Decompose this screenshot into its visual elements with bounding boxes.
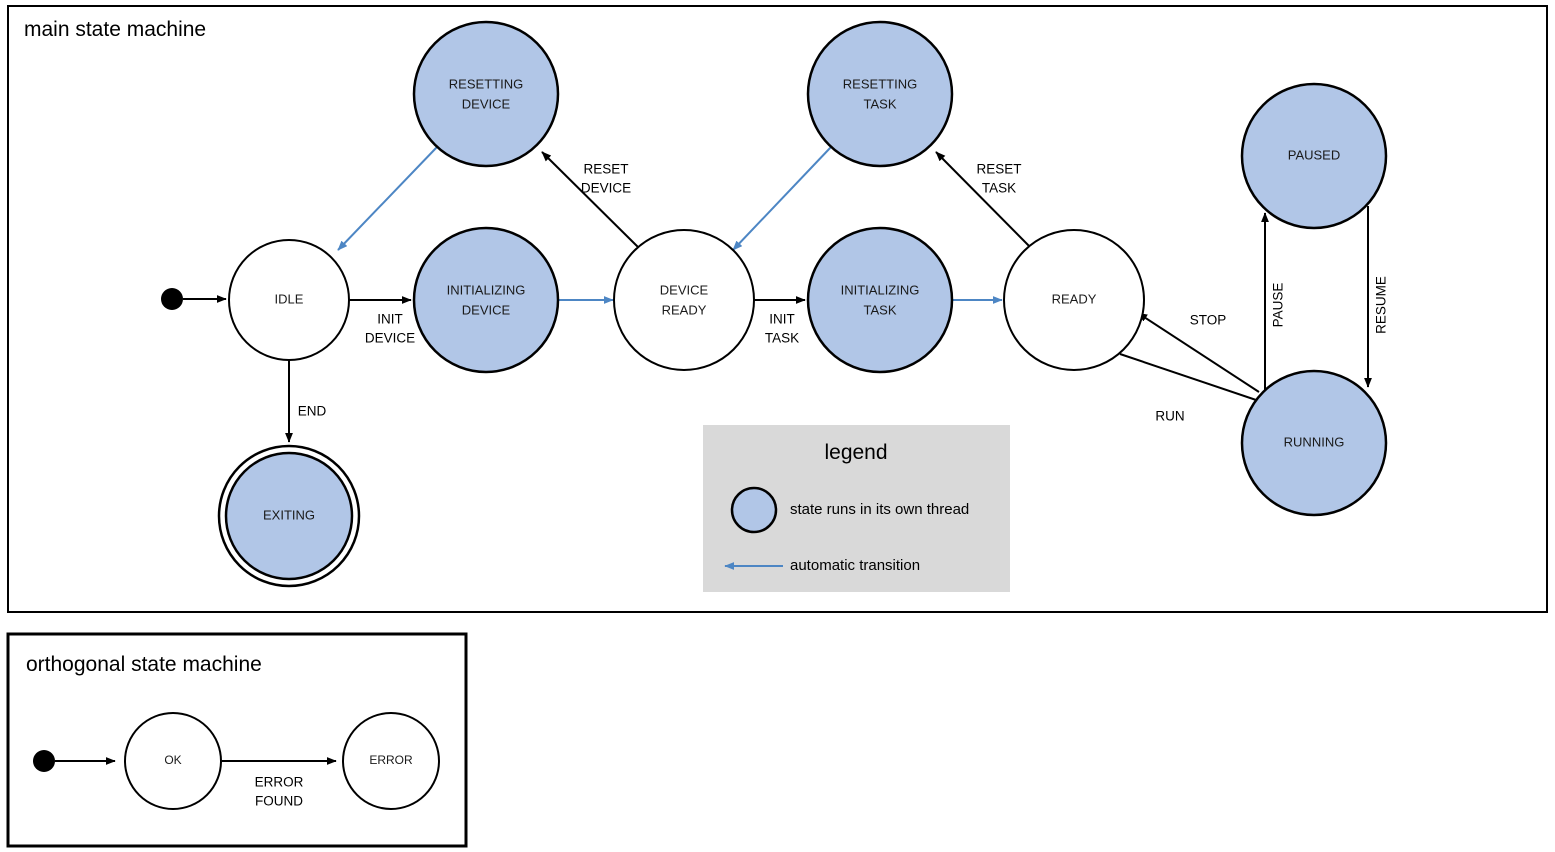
state-error-circle[interactable] xyxy=(342,712,440,810)
edge-label-reset-task-line2: TASK xyxy=(982,181,1016,196)
state-initializing-task-circle[interactable] xyxy=(806,226,954,374)
edge-label-init-task-line2: TASK xyxy=(765,331,799,346)
state-resetting-task-label-line2: TASK xyxy=(864,96,897,111)
state-initializing-device-label-line2: DEVICE xyxy=(462,302,511,317)
edge-label-reset-device-line1: RESET xyxy=(583,162,628,177)
edge-label-resume: RESUME xyxy=(1374,276,1389,334)
state-running[interactable]: RUNNING xyxy=(1240,369,1388,517)
legend: legend state runs in its own thread auto… xyxy=(703,425,1010,592)
edge-label-reset-device-line2: DEVICE xyxy=(581,181,631,196)
transition-resetting-device-to-idle xyxy=(337,146,438,251)
state-initializing-task[interactable]: INITIALIZING TASK xyxy=(806,226,954,374)
edge-label-stop: STOP xyxy=(1190,313,1227,328)
state-resetting-device-label-line1: RESETTING xyxy=(449,76,523,91)
state-idle-circle[interactable] xyxy=(228,239,350,361)
edge-label-init-device-line2: DEVICE xyxy=(365,331,415,346)
state-ok[interactable]: OK xyxy=(124,712,222,810)
edge-label-reset-task-line1: RESET xyxy=(976,162,1021,177)
state-running-circle[interactable] xyxy=(1240,369,1388,517)
state-resetting-device-label-line2: DEVICE xyxy=(462,96,511,111)
state-resetting-device-circle[interactable] xyxy=(412,20,560,168)
state-exiting-label: EXITING xyxy=(263,507,315,522)
state-initializing-device-circle[interactable] xyxy=(412,226,560,374)
state-error[interactable]: ERROR xyxy=(342,712,440,810)
state-ready-label: READY xyxy=(1052,291,1097,306)
edge-label-end: END xyxy=(298,404,327,419)
state-device-ready-label-line1: DEVICE xyxy=(660,282,709,297)
state-initializing-task-label-line1: INITIALIZING xyxy=(841,282,920,297)
edge-label-init-task-line1: INIT xyxy=(769,312,795,327)
orthogonal-state-machine-frame: orthogonal state machine ERROR FOUND OK … xyxy=(6,632,468,848)
edge-label-run: RUN xyxy=(1155,409,1184,424)
legend-auto-transition-text: automatic transition xyxy=(790,557,920,574)
state-paused[interactable]: PAUSED xyxy=(1240,82,1388,230)
state-idle[interactable]: IDLE xyxy=(228,239,350,361)
state-exiting-circle[interactable] xyxy=(224,451,354,581)
state-initializing-device-label-line1: INITIALIZING xyxy=(447,282,526,297)
main-frame-transitions: INIT DEVICE RESET DEVICE INIT TASK RESET… xyxy=(183,146,1389,443)
state-device-ready[interactable]: DEVICE READY xyxy=(613,229,755,371)
state-ready-circle[interactable] xyxy=(1003,229,1145,371)
orthogonal-frame-border xyxy=(6,632,468,848)
edge-label-init-device-line1: INIT xyxy=(377,312,403,327)
transition-ready-to-resetting-task xyxy=(935,151,1036,253)
transition-resetting-task-to-device-ready xyxy=(732,146,832,251)
legend-thread-state-icon xyxy=(730,486,778,534)
state-error-label: ERROR xyxy=(369,753,413,767)
state-device-ready-circle[interactable] xyxy=(613,229,755,371)
state-resetting-task-label-line1: RESETTING xyxy=(843,76,917,91)
state-paused-label: PAUSED xyxy=(1288,147,1341,162)
state-paused-circle[interactable] xyxy=(1240,82,1388,230)
state-resetting-device[interactable]: RESETTING DEVICE xyxy=(412,20,560,168)
edge-label-error-found-line2: FOUND xyxy=(255,794,303,809)
transition-running-to-ready xyxy=(1137,312,1260,393)
state-ok-label: OK xyxy=(164,753,181,767)
state-device-ready-label-line2: READY xyxy=(662,302,707,317)
legend-thread-state-text: state runs in its own thread xyxy=(790,501,969,518)
transition-ready-to-running xyxy=(1119,353,1266,404)
state-ready[interactable]: READY xyxy=(1003,229,1145,371)
edge-label-error-found-line1: ERROR xyxy=(255,775,304,790)
state-exiting[interactable]: EXITING xyxy=(217,444,361,588)
state-ok-circle[interactable] xyxy=(124,712,222,810)
transition-device-ready-to-resetting-device xyxy=(541,151,644,253)
state-running-label: RUNNING xyxy=(1284,434,1345,449)
initial-pseudostate-main[interactable] xyxy=(161,288,183,310)
initial-pseudostate-orthogonal[interactable] xyxy=(33,750,55,772)
state-resetting-task[interactable]: RESETTING TASK xyxy=(806,20,954,168)
legend-title: legend xyxy=(824,441,887,464)
state-initializing-device[interactable]: INITIALIZING DEVICE xyxy=(412,226,560,374)
state-idle-label: IDLE xyxy=(275,291,304,306)
edge-label-pause: PAUSE xyxy=(1271,283,1286,328)
state-initializing-task-label-line2: TASK xyxy=(864,302,897,317)
orthogonal-frame-title: orthogonal state machine xyxy=(26,653,262,676)
main-frame-title: main state machine xyxy=(24,18,206,41)
main-frame-states: IDLE RESETTING DEVICE INITIALIZING DEVIC… xyxy=(161,20,1388,588)
state-resetting-task-circle[interactable] xyxy=(806,20,954,168)
